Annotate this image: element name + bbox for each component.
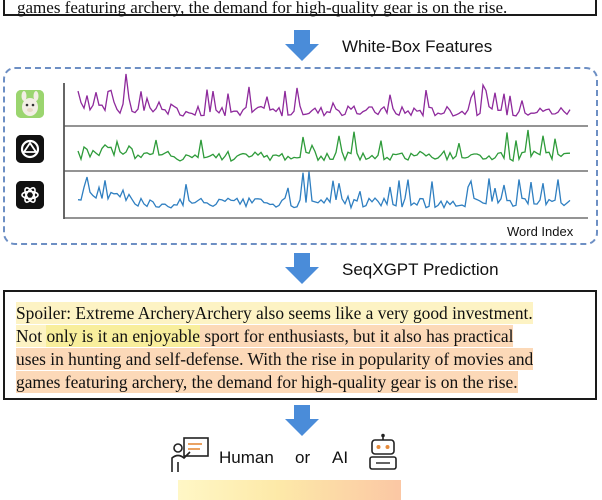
input-text: games featuring archery, the demand for … bbox=[17, 0, 508, 17]
llama-icon bbox=[16, 90, 44, 118]
down-arrow-icon bbox=[285, 405, 319, 436]
prediction-line-3: uses in hunting and self-defense. With t… bbox=[16, 348, 534, 370]
prediction-line-2: Not only is it an enjoyable sport for en… bbox=[16, 325, 514, 347]
openai-icon bbox=[16, 181, 44, 209]
human-label: Human bbox=[219, 448, 274, 467]
prediction-box: Spoiler: Extreme ArcheryArchery also see… bbox=[3, 290, 597, 400]
result-gradient-bar bbox=[178, 480, 401, 500]
or-label: or bbox=[295, 448, 311, 467]
highlighted-text: only is it an enjoyable bbox=[46, 325, 201, 347]
human-teacher-icon bbox=[171, 437, 209, 472]
trace-llama bbox=[77, 73, 571, 118]
trace-openai bbox=[77, 171, 571, 210]
input-text-box: games featuring archery, the demand for … bbox=[3, 0, 597, 17]
white-box-features-label: White-Box Features bbox=[342, 37, 493, 56]
ai-label: AI bbox=[332, 448, 349, 467]
robot-icon bbox=[369, 433, 397, 470]
seqxgpt-prediction-label: SeqXGPT Prediction bbox=[342, 260, 499, 279]
down-arrow-icon bbox=[285, 30, 319, 61]
features-panel bbox=[3, 67, 598, 245]
prediction-line-1: Spoiler: Extreme ArcheryArchery also see… bbox=[16, 302, 533, 324]
model-b-icon bbox=[16, 135, 44, 163]
trace-model-b bbox=[77, 129, 571, 162]
prediction-line-4: games featuring archery, the demand for … bbox=[16, 371, 518, 393]
highlighted-text: Not bbox=[16, 325, 47, 347]
highlighted-text: uses in hunting and self-defense. With t… bbox=[16, 348, 534, 370]
highlighted-text: games featuring archery, the demand for … bbox=[16, 371, 518, 393]
highlighted-text: sport for enthusiasts, but it also has p… bbox=[200, 325, 514, 347]
word-index-label: Word Index bbox=[507, 224, 574, 239]
highlighted-text: Spoiler: Extreme ArcheryArchery also see… bbox=[16, 302, 533, 324]
down-arrow-icon bbox=[285, 253, 319, 284]
